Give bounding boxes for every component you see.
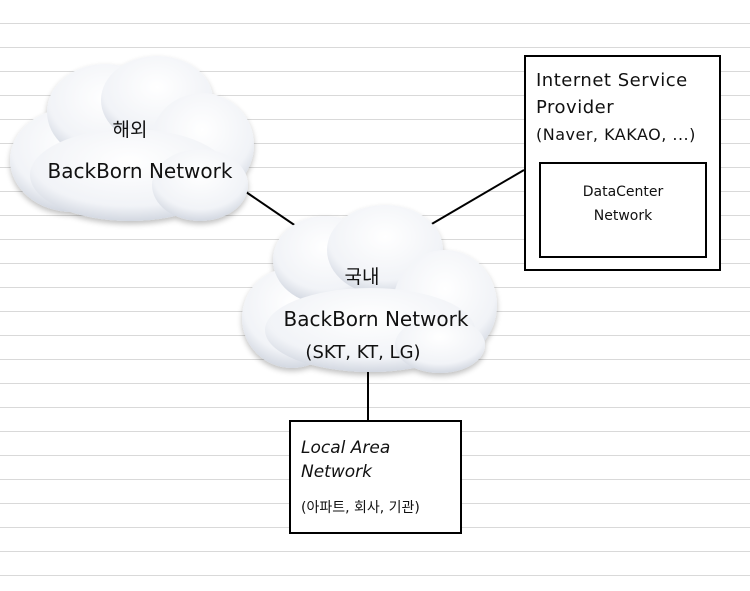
overseas-backbone-cloud [10, 56, 254, 221]
overseas-english-label: BackBorn Network [48, 159, 233, 183]
domestic-backbone-cloud [242, 205, 497, 373]
data-center-network-label: Network [593, 208, 653, 224]
lan-examples: (아파트, 회사, 기관) [301, 500, 420, 516]
lan-title: Local Area Network [301, 438, 391, 482]
isp-title: Internet Service Provider [536, 70, 688, 118]
link-isp-domestic [429, 169, 525, 226]
domestic-english-label: BackBorn Network [284, 307, 469, 331]
domestic-providers-label: (SKT, KT, LG) [305, 342, 420, 363]
data-center-label: DataCenter [582, 184, 664, 200]
lan-box: Local Area Network (아파트, 회사, 기관) [289, 420, 462, 534]
overseas-korean-label: 해외 [113, 119, 148, 141]
domestic-korean-label: 국내 [345, 266, 380, 288]
isp-examples: (Naver, KAKAO, ...) [536, 125, 696, 144]
isp-box: Internet Service Provider (Naver, KAKAO,… [524, 55, 721, 271]
data-center-box: DataCenter Network [539, 162, 707, 258]
